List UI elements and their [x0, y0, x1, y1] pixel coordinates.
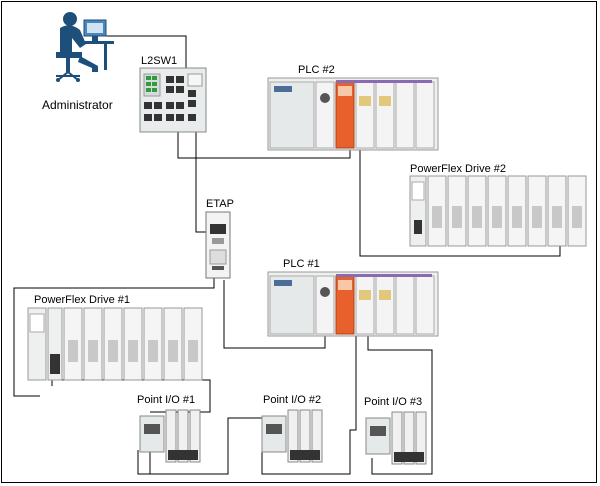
link-plc1-pointio3 — [367, 336, 433, 475]
pointio3-label: Point I/O #3 — [364, 396, 423, 408]
etap-label: ETAP — [206, 198, 234, 210]
link-powerflex2-bus — [432, 246, 561, 257]
drive-bank-icon[interactable] — [409, 175, 587, 247]
pointio1-label: Point I/O #1 — [137, 394, 196, 406]
plc-chassis-icon[interactable] — [267, 271, 439, 337]
link-pointio1-pointio2 — [149, 417, 262, 475]
point-io-icon[interactable] — [139, 409, 201, 463]
ethernet-switch-icon[interactable] — [139, 67, 207, 133]
plc-chassis-icon[interactable] — [267, 77, 439, 151]
link-plc2-powerflex2 — [359, 150, 432, 257]
point-io-icon[interactable] — [365, 411, 427, 465]
connection-lines — [13, 35, 561, 475]
pointio2-label: Point I/O #2 — [263, 394, 322, 406]
link-l2sw1-plc2 — [177, 132, 351, 159]
link-etap-powerflex1 — [13, 278, 215, 397]
plc2-label: PLC #2 — [298, 64, 335, 76]
powerflex2-label: PowerFlex Drive #2 — [410, 163, 506, 175]
l2sw1-label: L2SW1 — [141, 55, 178, 67]
link-admin-l2sw1 — [95, 35, 187, 68]
etap-tap-icon[interactable] — [205, 211, 231, 279]
link-pointio2-plc1 — [261, 336, 357, 475]
link-pointio1-loop — [137, 450, 150, 475]
powerflex1-label: PowerFlex Drive #1 — [34, 294, 130, 306]
plc1-label: PLC #1 — [283, 258, 320, 270]
point-io-icon[interactable] — [261, 409, 323, 463]
link-etap-plc1 — [223, 280, 326, 349]
administrator-workstation-icon[interactable] — [56, 12, 114, 82]
administrator-label: Administrator — [42, 98, 113, 112]
drive-bank-icon[interactable] — [27, 307, 203, 381]
